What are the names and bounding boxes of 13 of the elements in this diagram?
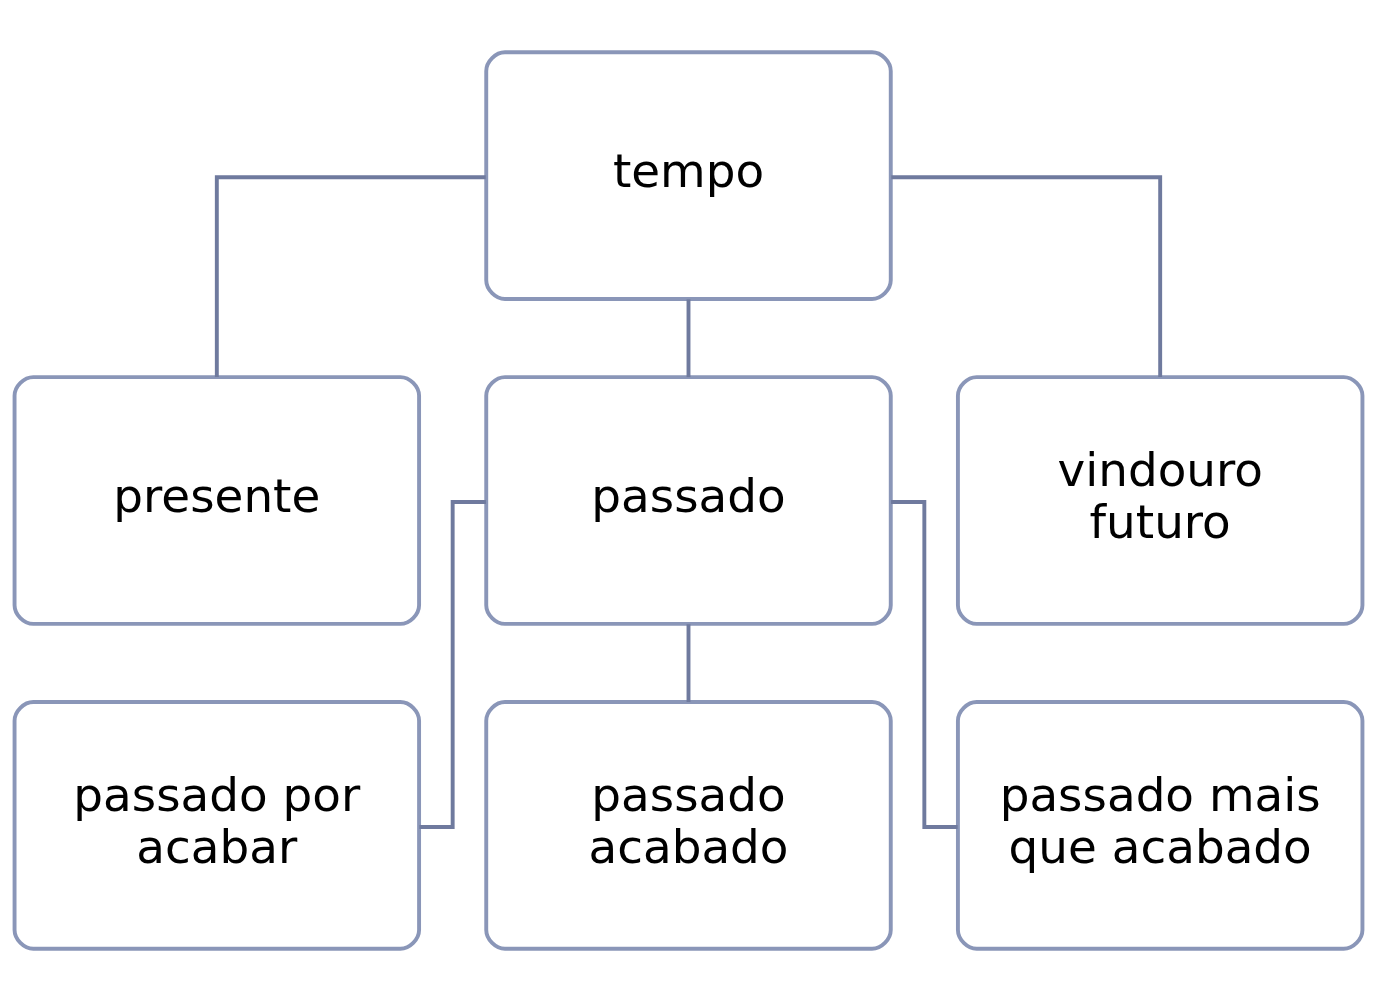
node-box: passado bbox=[484, 375, 893, 626]
node-box: passado acabado bbox=[484, 700, 893, 951]
node-box: passado mais que acabado bbox=[955, 700, 1365, 951]
connector bbox=[686, 299, 691, 378]
node-box: tempo bbox=[484, 50, 893, 301]
connector bbox=[214, 175, 486, 377]
connector bbox=[419, 500, 486, 829]
connector bbox=[891, 175, 1163, 377]
node-box: presente bbox=[12, 375, 422, 626]
node-box: vindouro futuro bbox=[955, 375, 1365, 626]
connector bbox=[891, 500, 958, 829]
connector bbox=[686, 624, 691, 702]
node-box: passado por acabar bbox=[12, 700, 422, 951]
